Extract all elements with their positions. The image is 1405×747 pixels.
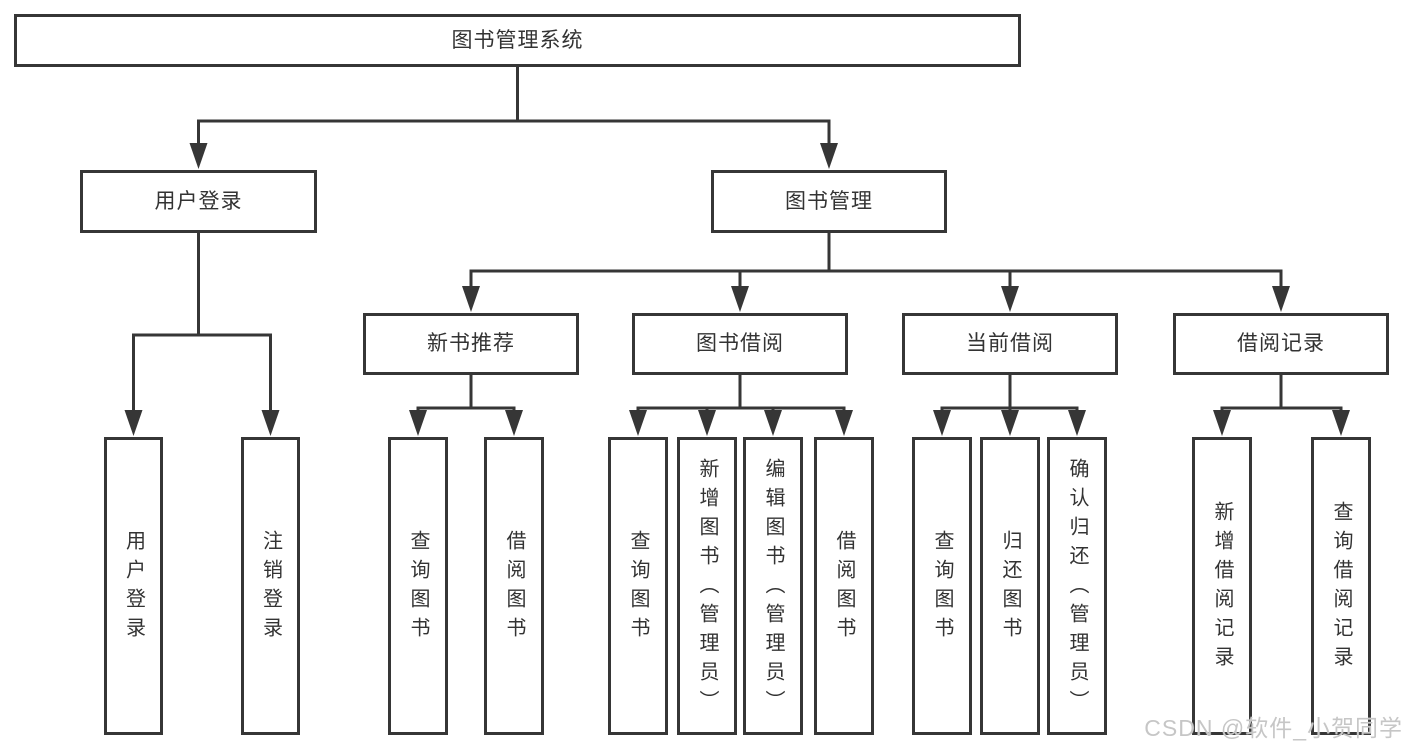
leaf-borrow-books-recommend: 借阅图书	[484, 437, 544, 735]
node-library-management-system: 图书管理系统	[14, 14, 1021, 67]
leaf-user-login: 用户登录	[104, 437, 163, 735]
leaf-confirm-return-admin: 确认归还（管理员）	[1047, 437, 1107, 735]
leaf-return-book: 归还图书	[980, 437, 1040, 735]
leaf-borrow-books: 借阅图书	[814, 437, 874, 735]
leaf-query-books-current: 查询图书	[912, 437, 972, 735]
csdn-watermark: CSDN @软件_小贺同学	[1144, 715, 1403, 741]
node-new-book-recommend: 新书推荐	[363, 313, 579, 375]
node-current-borrow: 当前借阅	[902, 313, 1118, 375]
leaf-add-book-admin: 新增图书（管理员）	[677, 437, 737, 735]
node-borrow-records: 借阅记录	[1173, 313, 1389, 375]
leaf-edit-book-admin: 编辑图书（管理员）	[743, 437, 803, 735]
leaf-add-borrow-record: 新增借阅记录	[1192, 437, 1252, 735]
leaf-query-books-recommend: 查询图书	[388, 437, 448, 735]
leaf-query-books-borrow: 查询图书	[608, 437, 668, 735]
node-user-login: 用户登录	[80, 170, 317, 233]
leaf-logout: 注销登录	[241, 437, 300, 735]
node-book-management: 图书管理	[711, 170, 947, 233]
node-book-borrow: 图书借阅	[632, 313, 848, 375]
leaf-query-borrow-record: 查询借阅记录	[1311, 437, 1371, 735]
